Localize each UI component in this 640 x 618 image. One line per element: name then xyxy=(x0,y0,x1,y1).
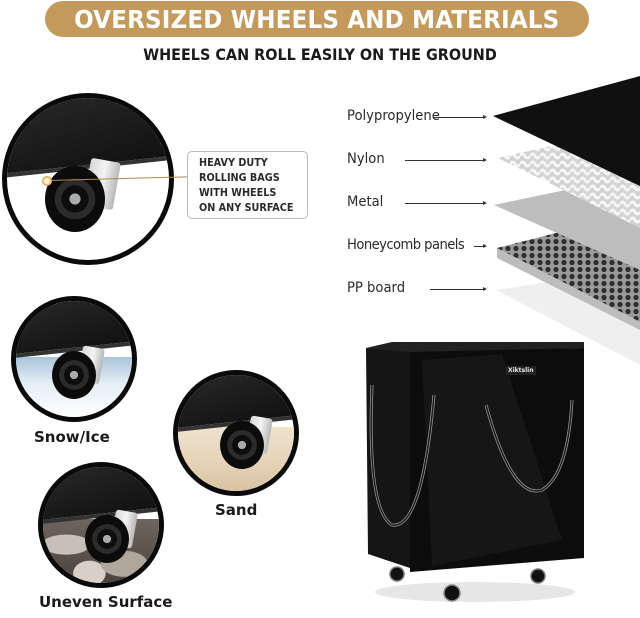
material-row-honeycomb: Honeycomb panels xyxy=(347,235,472,255)
surface-uneven-closeup xyxy=(38,462,164,588)
brand-tag: Xiktslin xyxy=(506,366,536,375)
callout-line-3: WITH WHEELS xyxy=(199,187,277,199)
caster-wheel-icon xyxy=(52,351,96,399)
callout-box: HEAVY DUTY ROLLING BAGS WITH WHEELS ON A… xyxy=(187,151,308,219)
surface-label-snow: Snow/Ice xyxy=(34,428,110,446)
caster-wheel-icon xyxy=(220,421,264,469)
title-banner: OVERSIZED WHEELS AND MATERIALS xyxy=(45,1,589,37)
subtitle: WHEELS CAN ROLL EASILY ON THE GROUND xyxy=(143,45,497,64)
main-wheel-closeup xyxy=(2,93,174,265)
banner-title: OVERSIZED WHEELS AND MATERIALS xyxy=(74,4,560,34)
material-row-nylon: Nylon xyxy=(347,149,387,169)
material-row-pp-board: PP board xyxy=(347,278,409,298)
caster-wheel-icon xyxy=(45,166,105,232)
material-label: Honeycomb panels xyxy=(347,237,465,253)
layer-honeycomb xyxy=(497,232,640,322)
material-row-polypropylene: Polypropylene xyxy=(347,106,446,126)
caster-wheel-icon xyxy=(85,515,129,563)
surface-label-sand: Sand xyxy=(215,501,258,519)
surface-label-uneven: Uneven Surface xyxy=(39,593,173,611)
arrow-icon xyxy=(405,201,487,205)
material-label: PP board xyxy=(347,280,406,296)
material-label: Metal xyxy=(347,194,384,210)
material-row-metal: Metal xyxy=(347,192,386,212)
callout-line-4: ON ANY SURFACE xyxy=(199,202,294,214)
material-label: Nylon xyxy=(347,151,385,167)
callout-line-1: HEAVY DUTY xyxy=(199,157,268,169)
bag-bottom-edge xyxy=(7,98,169,179)
arrow-icon xyxy=(430,287,487,291)
callout-dot xyxy=(42,176,52,186)
layer-polypropylene xyxy=(493,76,640,186)
bag-bottom-edge xyxy=(16,301,132,359)
arrow-icon xyxy=(433,115,487,119)
arrow-icon xyxy=(405,158,487,162)
surface-sand-closeup xyxy=(173,370,299,496)
layer-nylon xyxy=(498,138,640,228)
layer-metal xyxy=(494,188,640,270)
callout-line-2: ROLLING BAGS xyxy=(199,172,280,184)
material-label: Polypropylene xyxy=(347,108,440,124)
rolling-bag-svg xyxy=(366,342,584,602)
rolling-bag-icon xyxy=(362,340,588,605)
surface-snow-closeup xyxy=(11,296,137,422)
arrow-icon xyxy=(474,244,487,248)
